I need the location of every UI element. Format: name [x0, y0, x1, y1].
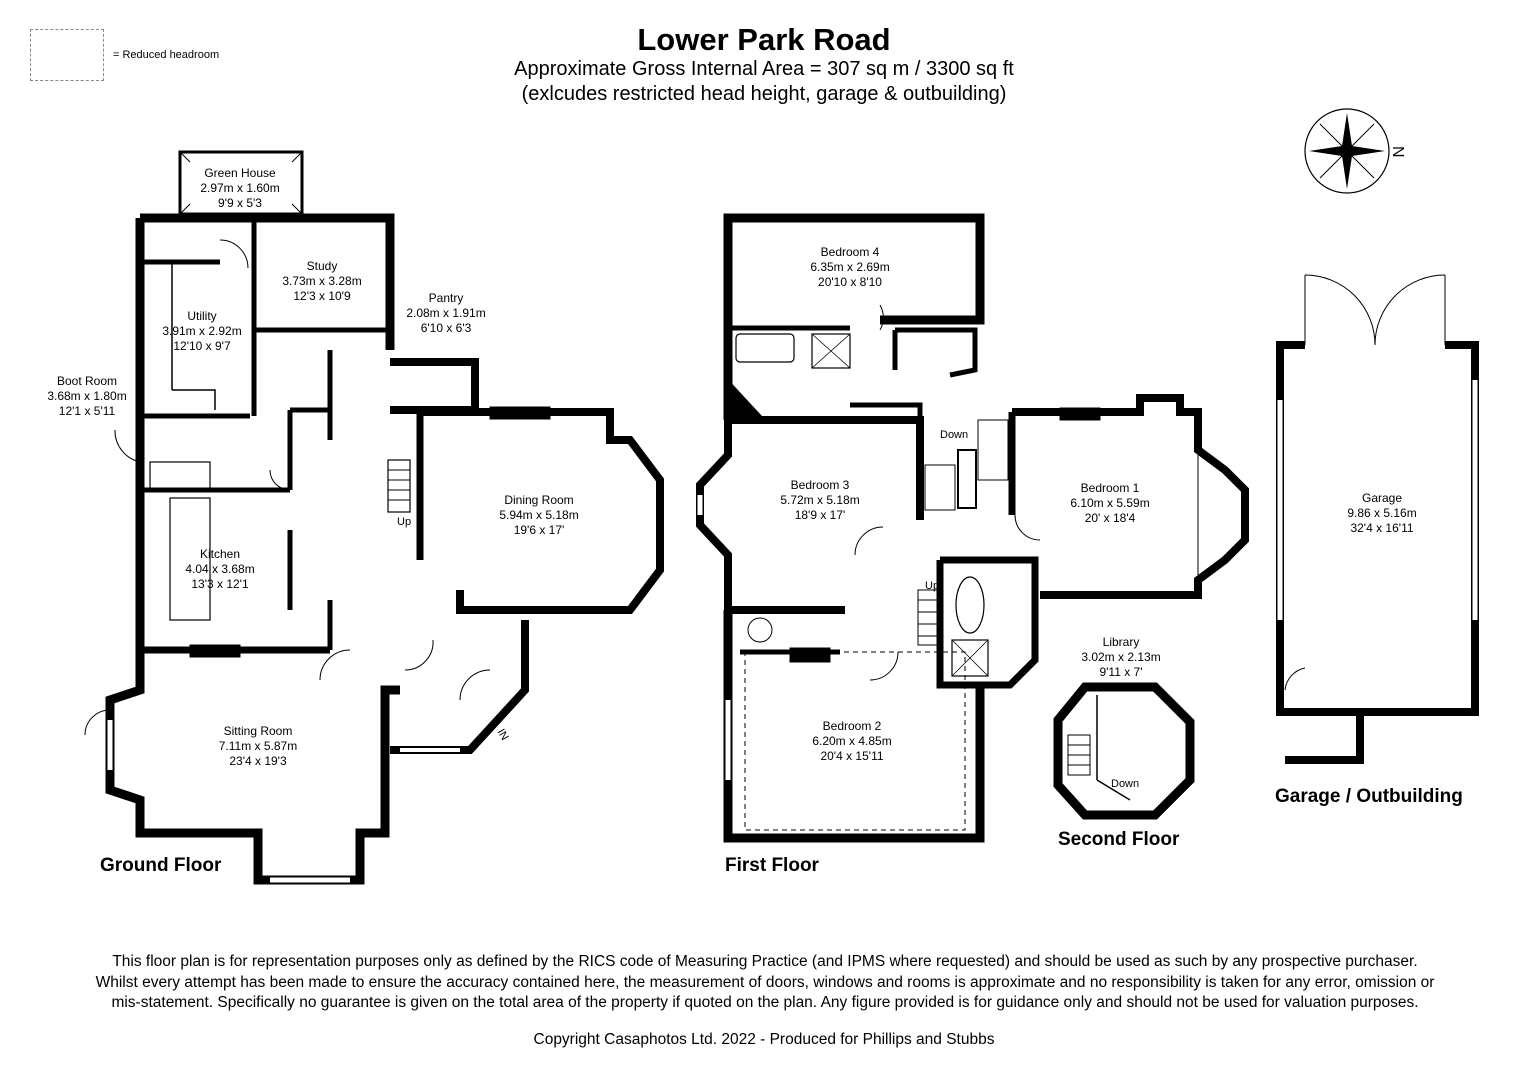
library-stairs-down-label: Down [1111, 778, 1139, 790]
room-dining-room: Dining Room 5.94m x 5.18m 19'6 x 17' [499, 493, 578, 537]
ground-floor-heading: Ground Floor [100, 855, 222, 876]
area-exclusions: (exlcudes restricted head height, garage… [521, 83, 1007, 105]
first-floor-heading: First Floor [725, 855, 820, 876]
first-stairs-down-label: Down [940, 429, 968, 441]
svg-text:Bedroom 2: Bedroom 2 [823, 719, 882, 733]
room-sitting-room: Sitting Room 7.11m x 5.87m 23'4 x 19'3 [219, 724, 297, 768]
svg-text:Green House: Green House [204, 166, 276, 180]
disclaimer-text: This floor plan is for representation pu… [95, 953, 1435, 1011]
plan-subtitle: Approximate Gross Internal Area = 307 sq… [0, 57, 1528, 107]
room-pantry: Pantry 2.08m x 1.91m 6'10 x 6'3 [406, 291, 485, 335]
garage-plan [1276, 274, 1479, 764]
svg-text:Study: Study [307, 259, 338, 273]
copyright-text: Copyright Casaphotos Ltd. 2022 - Produce… [533, 1031, 995, 1048]
svg-text:20' x 18'4: 20' x 18'4 [1085, 511, 1136, 525]
svg-text:Sitting Room: Sitting Room [224, 724, 293, 738]
compass-icon: N [1304, 108, 1406, 194]
first-stairs-up-label: Up [925, 580, 939, 592]
svg-text:Dining Room: Dining Room [504, 493, 573, 507]
svg-text:Library: Library [1103, 635, 1140, 649]
svg-text:9'11 x 7': 9'11 x 7' [1099, 665, 1142, 679]
svg-text:20'4 x 15'11: 20'4 x 15'11 [820, 749, 883, 763]
entrance-label: IN [495, 727, 511, 743]
room-library: Library 3.02m x 2.13m 9'11 x 7' [1081, 635, 1160, 679]
svg-text:Pantry: Pantry [429, 291, 464, 305]
svg-text:12'3 x 10'9: 12'3 x 10'9 [293, 289, 351, 303]
room-bedroom-1: Bedroom 1 6.10m x 5.59m 20' x 18'4 [1070, 481, 1149, 525]
svg-text:6.10m x 5.59m: 6.10m x 5.59m [1070, 496, 1149, 510]
svg-text:23'4 x 19'3: 23'4 x 19'3 [229, 754, 287, 768]
svg-text:2.97m x 1.60m: 2.97m x 1.60m [200, 181, 279, 195]
second-floor-plan [1053, 682, 1195, 820]
svg-text:3.73m x 3.28m: 3.73m x 3.28m [282, 274, 361, 288]
svg-text:9.86 x 5.16m: 9.86 x 5.16m [1347, 506, 1416, 520]
ground-stairs-up-label: Up [397, 516, 411, 528]
plan-title: Lower Park Road [637, 22, 891, 57]
svg-text:3.91m x 2.92m: 3.91m x 2.92m [162, 324, 241, 338]
svg-text:18'9 x 17': 18'9 x 17' [795, 508, 846, 522]
room-garage: Garage 9.86 x 5.16m 32'4 x 16'11 [1347, 491, 1416, 535]
second-floor-heading: Second Floor [1058, 829, 1180, 850]
first-floor-plan [696, 213, 1249, 843]
room-kitchen: Kitchen 4.04 x 3.68m 13'3 x 12'1 [185, 547, 254, 591]
svg-text:19'6 x 17': 19'6 x 17' [514, 523, 565, 537]
room-boot-room: Boot Room 3.68m x 1.80m 12'1 x 5'11 [47, 374, 126, 418]
ground-floor-plan [84, 150, 664, 885]
svg-text:Bedroom 4: Bedroom 4 [821, 245, 880, 259]
svg-text:12'1 x 5'11: 12'1 x 5'11 [59, 404, 116, 418]
room-utility: Utility 3.91m x 2.92m 12'10 x 9'7 [162, 309, 241, 353]
room-bedroom-4: Bedroom 4 6.35m x 2.69m 20'10 x 8'10 [810, 245, 889, 289]
room-study: Study 3.73m x 3.28m 12'3 x 10'9 [282, 259, 361, 303]
area-summary: Approximate Gross Internal Area = 307 sq… [514, 58, 1014, 80]
svg-text:Bedroom 1: Bedroom 1 [1081, 481, 1140, 495]
svg-text:32'4 x 16'11: 32'4 x 16'11 [1350, 521, 1413, 535]
svg-text:Bedroom 3: Bedroom 3 [791, 478, 850, 492]
svg-text:3.02m x 2.13m: 3.02m x 2.13m [1081, 650, 1160, 664]
svg-text:9'9 x 5'3: 9'9 x 5'3 [218, 196, 262, 210]
svg-text:Boot Room: Boot Room [57, 374, 117, 388]
reduced-headroom-legend-swatch [30, 29, 104, 81]
svg-text:Kitchen: Kitchen [200, 547, 240, 561]
svg-text:3.68m x 1.80m: 3.68m x 1.80m [47, 389, 126, 403]
svg-text:13'3 x 12'1: 13'3 x 12'1 [191, 577, 249, 591]
svg-text:6.20m x 4.85m: 6.20m x 4.85m [812, 734, 891, 748]
svg-text:20'10 x 8'10: 20'10 x 8'10 [818, 275, 882, 289]
room-bedroom-2: Bedroom 2 6.20m x 4.85m 20'4 x 15'11 [812, 719, 891, 763]
svg-text:6'10 x 6'3: 6'10 x 6'3 [421, 321, 472, 335]
svg-text:6.35m x 2.69m: 6.35m x 2.69m [810, 260, 889, 274]
room-bedroom-3: Bedroom 3 5.72m x 5.18m 18'9 x 17' [780, 478, 859, 522]
svg-text:4.04 x 3.68m: 4.04 x 3.68m [185, 562, 254, 576]
compass-north-label: N [1389, 146, 1406, 158]
garage-outbuilding-heading: Garage / Outbuilding [1275, 786, 1463, 807]
svg-text:5.72m x 5.18m: 5.72m x 5.18m [780, 493, 859, 507]
svg-text:2.08m x 1.91m: 2.08m x 1.91m [406, 306, 485, 320]
svg-text:12'10 x 9'7: 12'10 x 9'7 [173, 339, 231, 353]
svg-text:Utility: Utility [187, 309, 216, 323]
svg-text:Garage: Garage [1362, 491, 1402, 505]
room-green-house: Green House 2.97m x 1.60m 9'9 x 5'3 [200, 166, 279, 210]
svg-text:7.11m x 5.87m: 7.11m x 5.87m [219, 739, 297, 753]
reduced-headroom-legend-label: = Reduced headroom [113, 49, 220, 61]
svg-text:5.94m x 5.18m: 5.94m x 5.18m [499, 508, 578, 522]
